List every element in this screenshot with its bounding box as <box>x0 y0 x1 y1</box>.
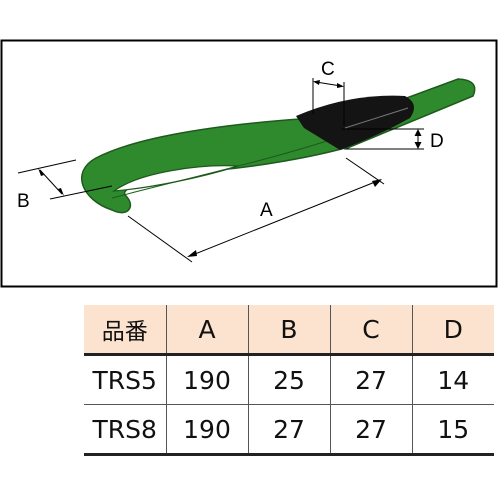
label-a: A <box>260 200 273 221</box>
dimension-c <box>312 78 345 126</box>
cell-d: 15 <box>411 404 494 456</box>
sleeve-highlight <box>344 107 409 129</box>
header-a: A <box>165 305 248 356</box>
cell-part-number: TRS5 <box>92 365 157 395</box>
header-b: B <box>247 305 330 356</box>
cell-a: 190 <box>165 354 248 405</box>
header-c: C <box>329 305 412 356</box>
dimension-b <box>17 159 113 200</box>
label-c: C <box>321 59 335 80</box>
table-header-row: 品番 A B C D <box>84 305 494 356</box>
cell-b: 25 <box>247 354 330 405</box>
table-row: TRS8 190 27 27 15 <box>84 404 494 456</box>
label-d: D <box>430 131 444 152</box>
cell-b: 27 <box>247 404 330 456</box>
cell-c: 27 <box>329 404 412 456</box>
cell-a: 190 <box>165 404 248 456</box>
table-row: TRS5 190 25 27 14 <box>84 354 494 405</box>
cell-c: 27 <box>329 354 412 405</box>
specification-table: 品番 A B C D TRS5 190 25 27 14 TRS8 190 27… <box>84 305 494 456</box>
dimension-a <box>127 157 385 263</box>
cell-part-number: TRS8 <box>84 404 166 456</box>
sling-crease <box>111 137 337 199</box>
dimension-d <box>342 128 424 150</box>
sling-sleeve <box>296 95 414 150</box>
header-part-number: 品番 <box>84 305 166 356</box>
cell-d: 14 <box>411 354 494 405</box>
label-b: B <box>17 191 30 212</box>
sling-dimension-diagram: C D B A <box>0 39 498 288</box>
header-d: D <box>411 305 494 356</box>
